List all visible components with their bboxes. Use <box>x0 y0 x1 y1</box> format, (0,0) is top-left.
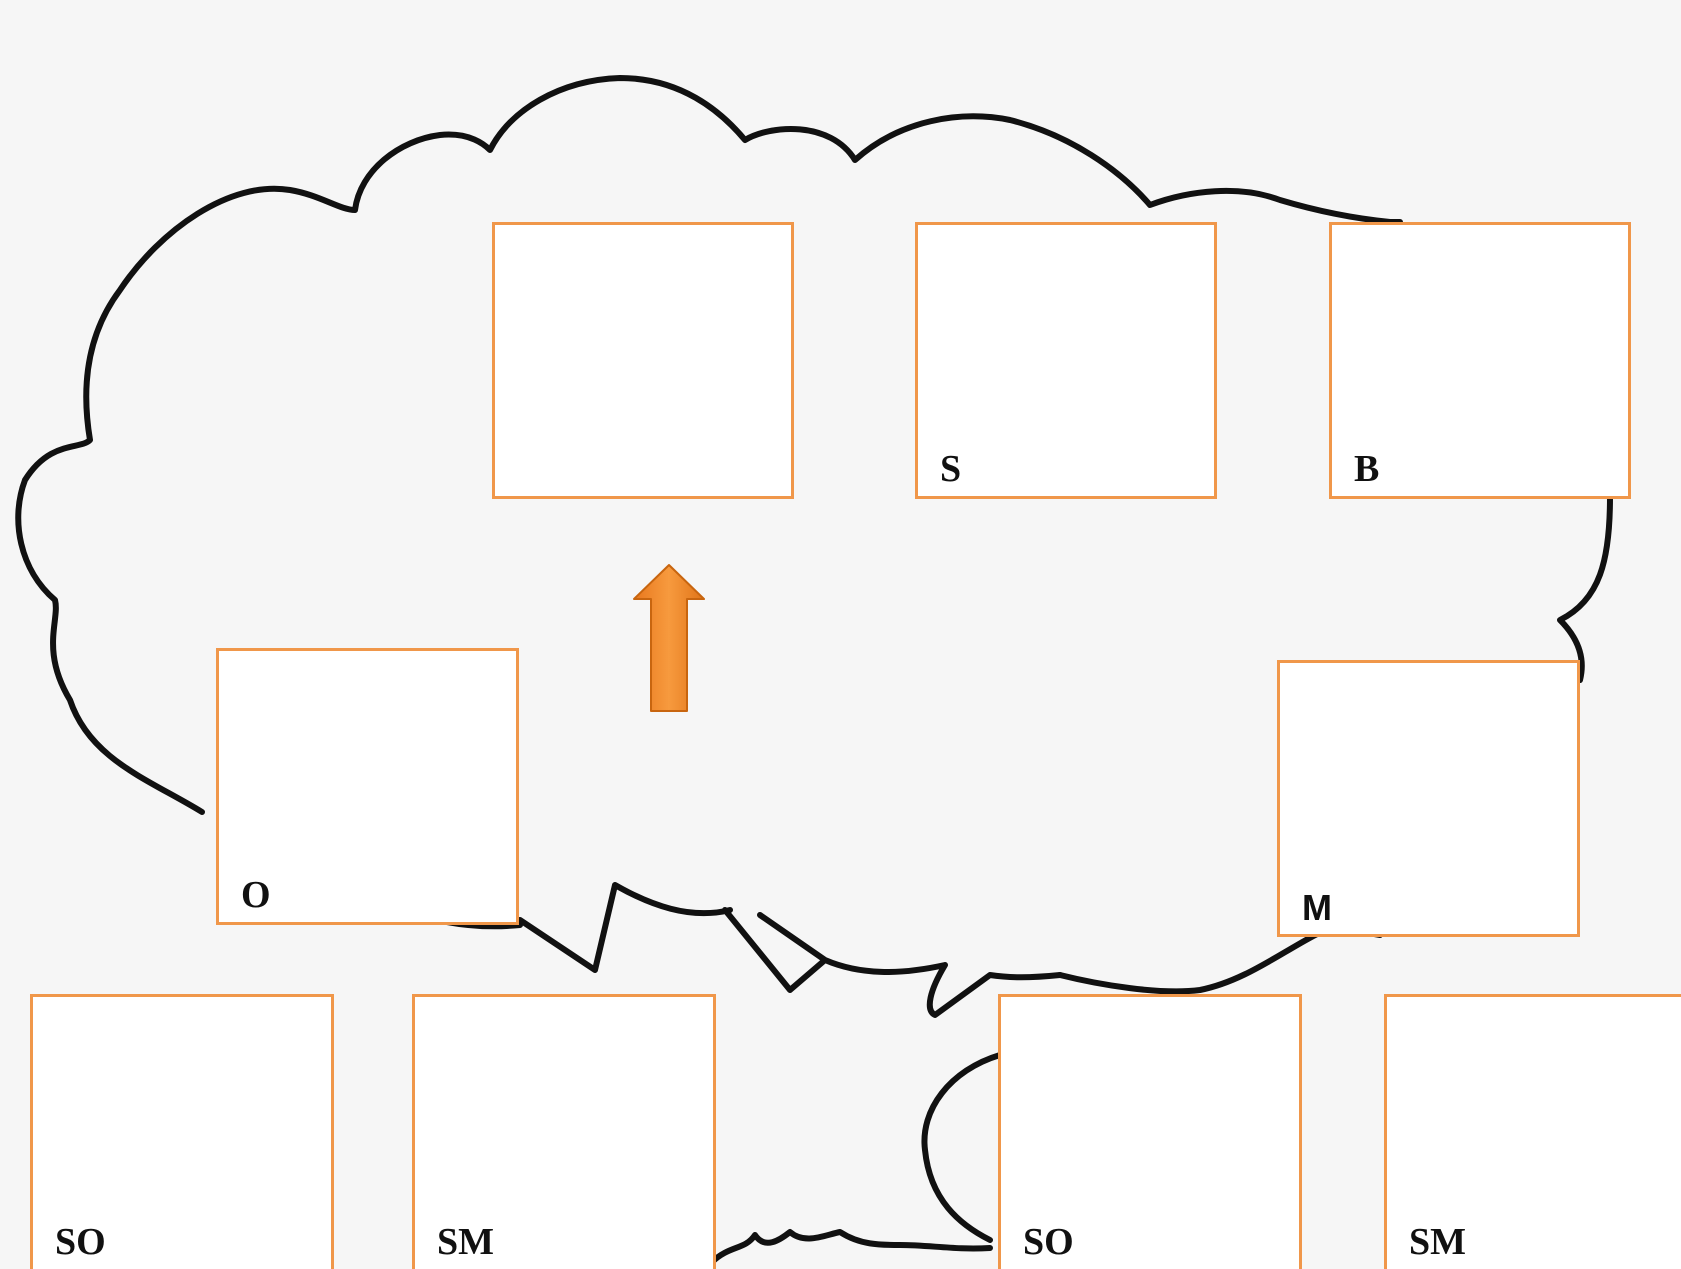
tree-trunk-outline <box>709 1052 1003 1265</box>
family-box-middle-left[interactable]: O <box>216 648 519 925</box>
box-label: SM <box>437 1221 494 1263</box>
family-box-top-center[interactable] <box>492 222 794 499</box>
family-box-bottom-2[interactable]: SM <box>412 994 716 1269</box>
family-box-top-middle[interactable]: S <box>915 222 1217 499</box>
family-box-top-right[interactable]: B <box>1329 222 1631 499</box>
box-label: SO <box>55 1221 106 1263</box>
tree-canopy-outline <box>15 75 1613 995</box>
box-label: M <box>1302 887 1332 928</box>
family-box-middle-right[interactable]: M <box>1277 660 1580 937</box>
box-label: B <box>1354 448 1380 490</box>
box-label: O <box>241 874 271 916</box>
family-box-bottom-4[interactable]: SM <box>1384 994 1681 1269</box>
box-label: SM <box>1409 1221 1466 1263</box>
box-label: SO <box>1023 1221 1074 1263</box>
box-label: S <box>940 448 962 490</box>
tree-branch-notches <box>517 882 1063 1018</box>
family-box-bottom-3[interactable]: SO <box>998 994 1302 1269</box>
up-arrow-icon <box>633 564 705 712</box>
family-box-bottom-1[interactable]: SO <box>30 994 334 1269</box>
